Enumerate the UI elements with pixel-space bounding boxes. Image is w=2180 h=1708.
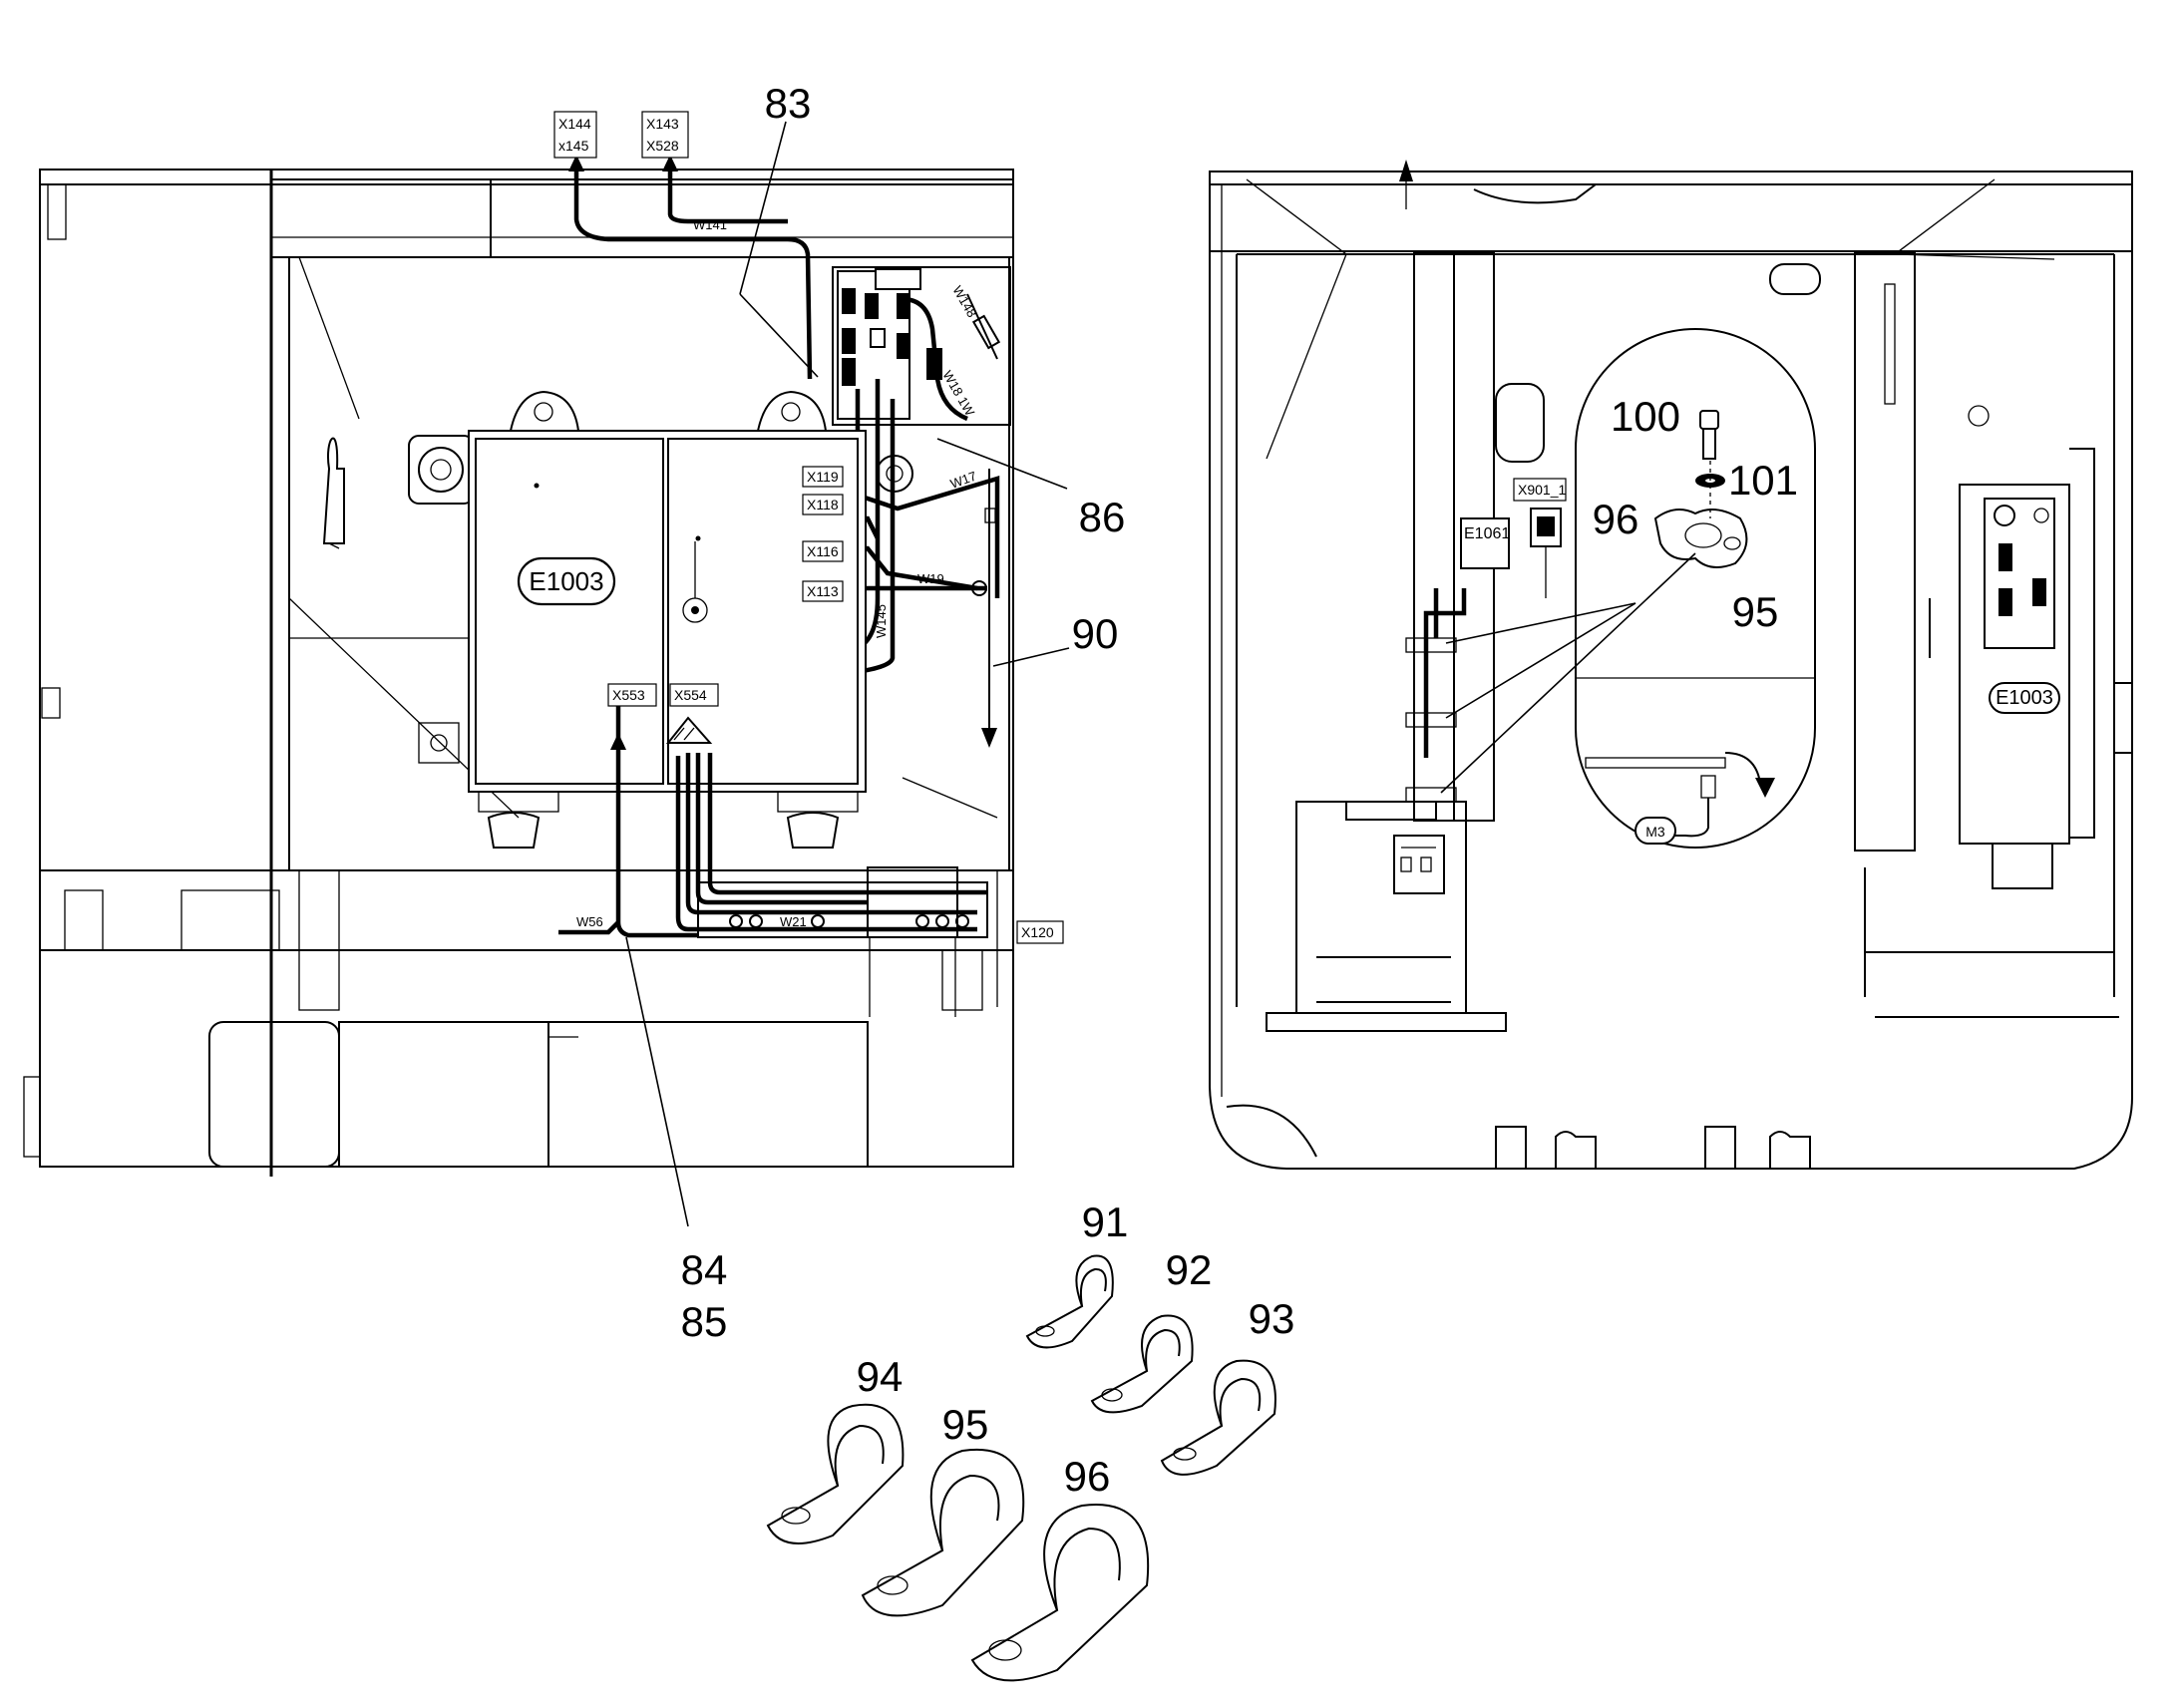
connector-x118: X118 [807,497,839,512]
right-leaders [1440,552,1696,794]
connector-x528: X528 [646,138,679,154]
clamp-93 [1160,1359,1276,1476]
callout-90: 90 [1072,610,1119,657]
callout-84: 84 [681,1246,728,1293]
callout-95: 95 [1732,588,1779,635]
callout-83: 83 [765,80,812,127]
clamp-95 [861,1448,1025,1617]
callout-100: 100 [1611,393,1680,440]
connector-x145: x145 [558,138,589,154]
callout-85: 85 [681,1298,728,1345]
wire-w19: W19 [917,571,944,586]
component-e1061: E1061 [1464,525,1510,542]
clamp-96 [970,1504,1150,1682]
wire-w145: W145 [874,604,889,638]
connector-x113: X113 [807,583,839,599]
clamp-94 [766,1403,905,1544]
callout-96: 96 [1593,496,1639,542]
callout-93: 93 [1249,1295,1295,1342]
right-view [1209,160,2133,1170]
connector-x119: X119 [807,469,839,485]
connector-x553: X553 [612,687,645,703]
connector-x143: X143 [646,116,679,132]
callout-86: 86 [1079,494,1126,540]
left-view [23,155,1014,1177]
connector-x554: X554 [674,687,707,703]
component-e1003-left: E1003 [529,566,603,596]
wire-w148: W148 [949,283,979,320]
connector-x116: X116 [807,543,839,559]
component-m3: M3 [1645,824,1665,840]
callout-95b: 95 [942,1401,989,1448]
component-e1003-right: E1003 [1996,687,2053,709]
wire-w18: W18 1W [939,368,977,419]
right-labels: X901_1 E1061 E1003 M3 [1464,478,2053,840]
wire-w21: W21 [780,914,807,929]
connector-x144: X144 [558,116,591,132]
left-connector-labels: X144 x145 X143 X528 X119 X118 X116 X113 … [529,111,1064,944]
clamp-92 [1090,1314,1194,1414]
clamp-91 [1025,1254,1114,1349]
callout-96b: 96 [1064,1453,1111,1500]
callout-91: 91 [1082,1198,1129,1245]
connector-x901: X901_1 [1518,482,1566,498]
callout-94: 94 [857,1353,904,1400]
callout-101: 101 [1728,457,1798,504]
left-leaders [625,121,1070,1227]
callouts: 83 86 90 84 85 100 101 96 95 91 92 93 94… [681,80,1798,1500]
wire-w141: W141 [693,217,727,232]
callout-92: 92 [1166,1246,1213,1293]
wire-w56: W56 [576,914,603,929]
connector-x120: X120 [1021,924,1054,940]
clamp-parts [766,1254,1276,1682]
